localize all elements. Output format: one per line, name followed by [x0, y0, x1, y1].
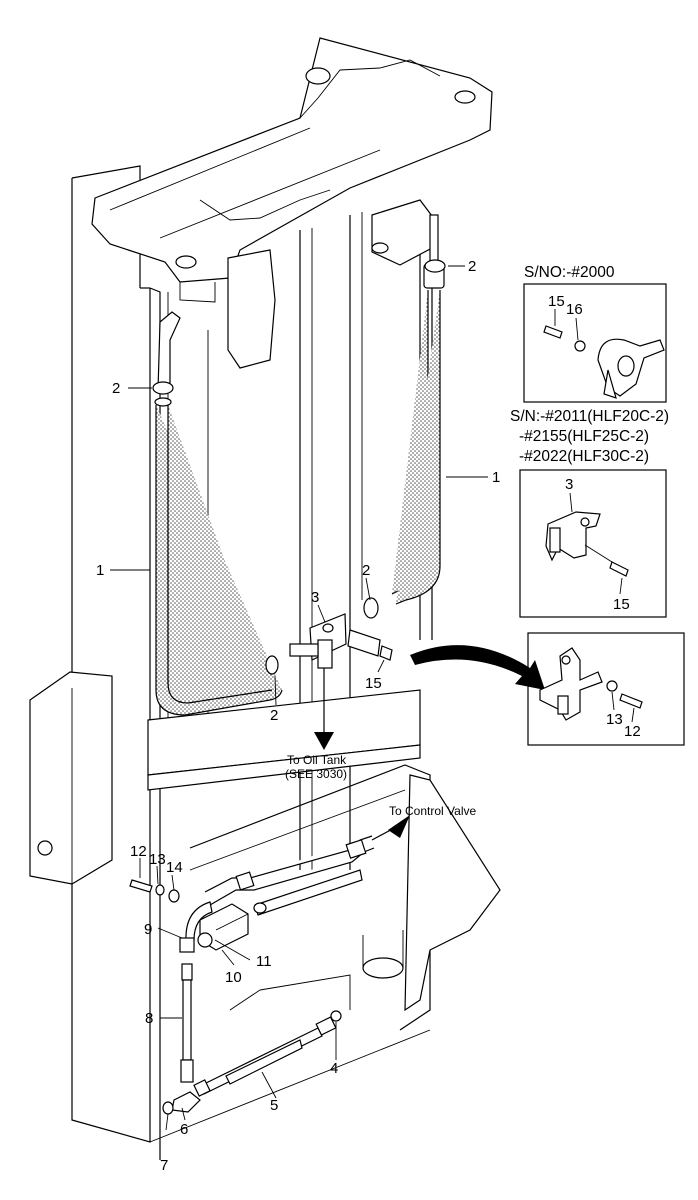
inset-mid-part-3: 3	[565, 476, 573, 493]
callout-15: 15	[365, 675, 382, 692]
callout-14: 14	[166, 859, 183, 876]
callout-10: 10	[225, 969, 242, 986]
callout-9: 9	[144, 921, 152, 938]
inset-bottom-part-13: 13	[606, 711, 623, 728]
callout-1-right: 1	[492, 469, 500, 486]
callout-7: 7	[160, 1157, 168, 1174]
callout-2-left: 2	[112, 380, 120, 397]
callout-11: 11	[256, 953, 272, 970]
lower-hose-assembly	[129, 815, 410, 1115]
oil-tank-label-line2: (SEE 3030)	[285, 767, 347, 781]
callout-6: 6	[180, 1121, 188, 1138]
callout-1-left: 1	[96, 562, 104, 579]
callout-2-top-right: 2	[468, 258, 476, 275]
inset-top-header: S/NO:-#2000	[524, 264, 615, 281]
hose-1-u-shape	[155, 214, 445, 716]
callout-4: 4	[330, 1060, 338, 1077]
oil-tank-label-line1: To Oil Tank	[287, 753, 347, 767]
curved-callout-arrow	[410, 645, 545, 690]
mast-frame	[29, 37, 501, 1160]
callout-12: 12	[130, 843, 147, 860]
inset-middle-box: 3 15	[519, 469, 667, 618]
callout-numbers: 2 2 1 1 2 3 2 15 12 13 14 9 10 11 8 4 5 …	[96, 258, 500, 1174]
callout-8: 8	[145, 1010, 153, 1027]
inset-top-box: 15 16	[523, 283, 667, 403]
serial-line-1: S/N:-#2011(HLF20C-2)	[510, 408, 669, 425]
oil-tank-arrow	[314, 668, 334, 750]
leader-lines	[110, 265, 488, 1131]
inset-top-part-15: 15	[548, 293, 565, 310]
callout-13: 13	[149, 851, 166, 868]
control-valve-label: To Control Valve	[389, 804, 476, 818]
inset-bottom-box: 13 12	[527, 632, 685, 746]
callout-2-bottom: 2	[270, 707, 278, 724]
o-rings	[152, 259, 446, 675]
callout-5: 5	[270, 1097, 278, 1114]
inset-bottom-part-12: 12	[624, 723, 641, 740]
serial-line-3: -#2022(HLF30C-2)	[519, 448, 649, 465]
callout-2-mid-right: 2	[362, 562, 370, 579]
callout-3: 3	[311, 589, 319, 606]
serial-line-2: -#2155(HLF25C-2)	[519, 428, 649, 445]
inset-mid-part-15: 15	[613, 596, 630, 613]
tee-fitting-3	[289, 613, 393, 669]
inset-top-part-16: 16	[566, 301, 583, 318]
